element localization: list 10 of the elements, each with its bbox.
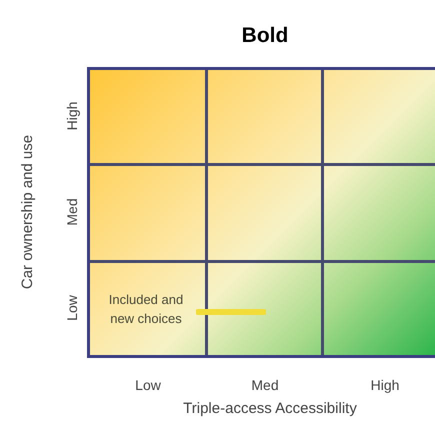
axis-tick-label: Med xyxy=(251,376,279,395)
axis-title: Triple-access Accessibility xyxy=(183,399,357,419)
axis-tick-label: Low xyxy=(135,376,161,395)
cell-text: Included and new choices xyxy=(108,291,184,328)
axis-tick-label: Med xyxy=(62,198,80,226)
axis-tick-label: High xyxy=(62,102,81,130)
axis-tick-label: Low xyxy=(62,295,80,321)
axis-title: Car ownership and use xyxy=(18,134,37,290)
axis-tick-label: High xyxy=(370,376,400,395)
chart-title: Bold xyxy=(240,23,290,49)
